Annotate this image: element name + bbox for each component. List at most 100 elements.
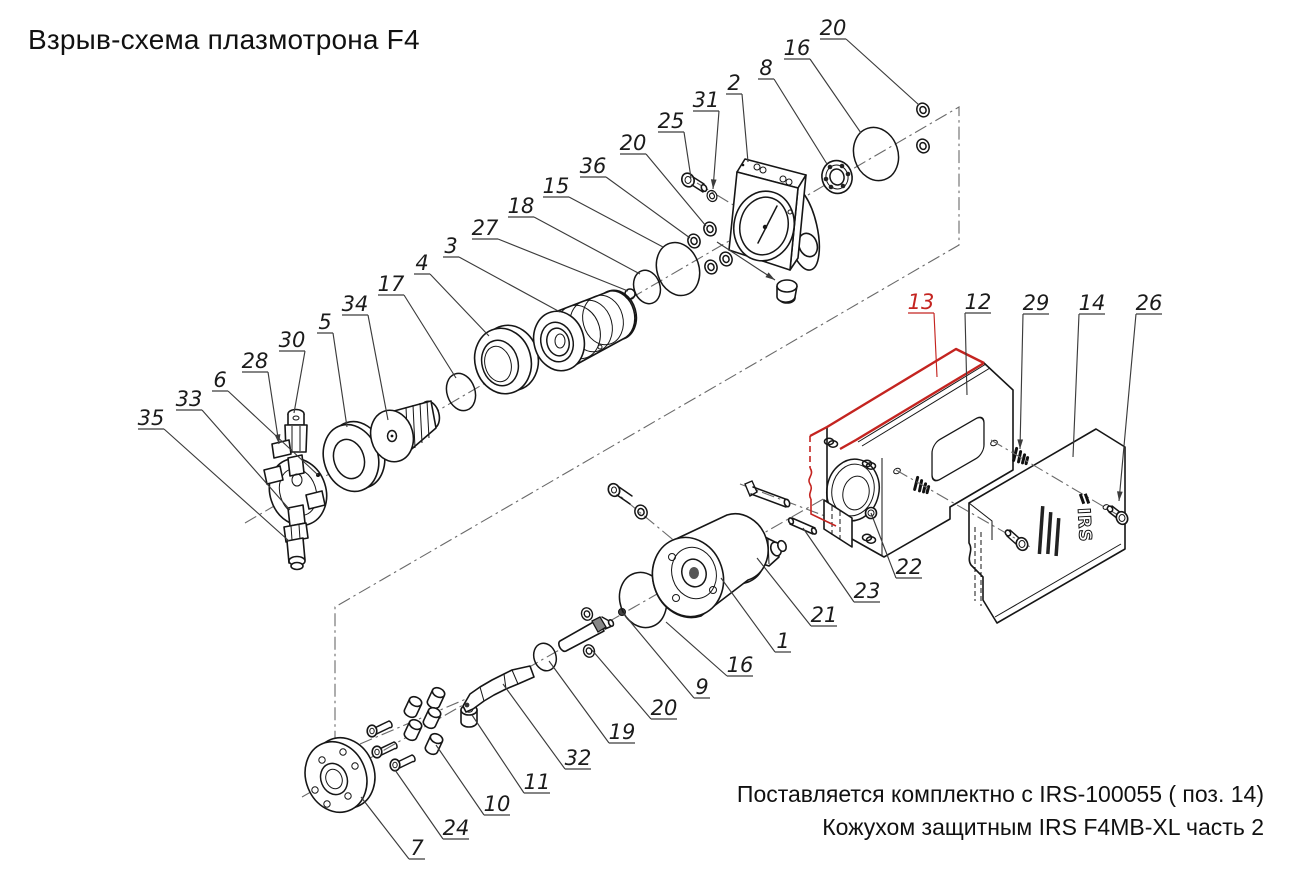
part-label-22-26: 22 — [870, 512, 922, 579]
cover-logo-text: IRS — [1073, 507, 1095, 543]
cap-screw-under-valve — [776, 279, 798, 304]
part-label-20-0: 20 — [820, 16, 920, 106]
part-label-21-28: 21 — [756, 557, 837, 627]
part-label-12-22: 12 — [964, 290, 992, 396]
screw-part25 — [681, 172, 708, 193]
part-label-16-30: 16 — [665, 621, 753, 677]
svg-text:20: 20 — [820, 16, 847, 40]
section-boundary-line — [244, 106, 960, 757]
part-label-9-31: 9 — [622, 612, 710, 699]
cover-part14 — [968, 428, 1126, 624]
note-line-2: Кожухом защитным IRS F4MB-XL часть 2 — [822, 814, 1264, 840]
o-ring-part15 — [655, 241, 701, 297]
part-label-31-4: 31 — [693, 88, 720, 190]
part-label-16-1: 16 — [784, 36, 862, 134]
housing-side-window — [931, 416, 985, 482]
part-label-11-35: 11 — [471, 714, 551, 794]
svg-text:17: 17 — [378, 272, 405, 296]
svg-text:15: 15 — [543, 174, 570, 198]
part-label-5-15: 5 — [317, 310, 348, 428]
part-label-14-24: 14 — [1072, 291, 1106, 458]
svg-text:20: 20 — [620, 131, 647, 155]
part-label-29-23: 29 — [1017, 291, 1050, 450]
housing-foot — [823, 499, 853, 548]
svg-text:30: 30 — [279, 328, 306, 352]
o-ring-part16-upper — [852, 126, 900, 182]
washer-part20-lower — [581, 642, 597, 660]
svg-text:13: 13 — [908, 290, 935, 314]
part-label-7-38: 7 — [360, 796, 425, 860]
o-ring-part17 — [445, 372, 477, 412]
part-label-2-3: 2 — [726, 71, 749, 163]
svg-text:36: 36 — [580, 154, 607, 178]
svg-text:24: 24 — [443, 816, 470, 840]
o-ring-part18 — [632, 269, 662, 305]
part-label-35-20: 35 — [138, 406, 290, 542]
svg-text:11: 11 — [524, 770, 551, 794]
part-label-36-7: 36 — [580, 154, 691, 239]
svg-text:26: 26 — [1136, 291, 1163, 315]
bushing-part4 — [473, 324, 540, 395]
cover-mounting-axes — [895, 439, 1129, 549]
svg-text:25: 25 — [658, 109, 685, 133]
ribbed-cylinder-part3 — [532, 289, 638, 372]
mounting-flange-part7 — [304, 736, 376, 814]
highlighted-part13-outline — [808, 347, 985, 527]
screw-and-washer-left-of-body — [607, 482, 650, 522]
part-label-23-27: 23 — [802, 527, 880, 603]
svg-text:12: 12 — [965, 290, 992, 314]
housing-part12 — [823, 348, 1014, 558]
svg-text:9: 9 — [695, 675, 708, 699]
pin-part23 — [787, 517, 818, 535]
part-label-13-21: 13 — [908, 290, 938, 378]
svg-text:14: 14 — [1079, 291, 1106, 315]
note-text: Поставляется комплектно с IRS-100055 ( п… — [737, 778, 1264, 844]
svg-text:28: 28 — [242, 349, 269, 373]
cross-manifold-part6 — [263, 454, 328, 527]
note-line-1: Поставляется комплектно с IRS-100055 ( п… — [736, 781, 1264, 807]
svg-text:1: 1 — [776, 629, 789, 653]
valve-body-part2 — [728, 158, 821, 304]
svg-text:34: 34 — [342, 292, 369, 316]
svg-text:29: 29 — [1023, 291, 1050, 315]
cover-screw-front — [1004, 529, 1029, 552]
part-label-3-11: 3 — [443, 234, 561, 313]
part-label-32-34: 32 — [502, 683, 592, 770]
washer-part31 — [704, 188, 720, 204]
part-label-8-2: 8 — [758, 56, 828, 165]
svg-text:3: 3 — [444, 234, 457, 258]
part-label-33-19: 33 — [176, 387, 291, 511]
svg-text:7: 7 — [410, 836, 424, 860]
part-label-24-37: 24 — [394, 769, 470, 840]
svg-text:16: 16 — [784, 36, 811, 60]
svg-text:31: 31 — [693, 88, 720, 112]
o-ring-part19 — [532, 642, 558, 672]
page-title: Взрыв-схема плазмотрона F4 — [28, 24, 420, 55]
svg-text:20: 20 — [651, 696, 678, 720]
cover-brand-logo: IRS — [1073, 493, 1095, 543]
svg-text:4: 4 — [415, 251, 428, 275]
fitting-part33-part35-bottom — [283, 522, 309, 571]
part-label-30-16: 30 — [279, 328, 306, 414]
svg-text:6: 6 — [213, 368, 226, 392]
shaft-electrode-holder — [558, 616, 615, 653]
fitting-part30-top — [284, 408, 308, 453]
svg-text:33: 33 — [176, 387, 203, 411]
ball-bearing-part8 — [821, 159, 853, 195]
svg-text:19: 19 — [609, 720, 636, 744]
part-label-25-5: 25 — [658, 109, 692, 179]
part-label-27-10: 27 — [472, 216, 629, 292]
part-label-15-8: 15 — [543, 174, 664, 248]
svg-text:32: 32 — [565, 746, 592, 770]
part-label-4-12: 4 — [414, 251, 490, 337]
svg-text:2: 2 — [727, 71, 740, 95]
svg-text:8: 8 — [759, 56, 772, 80]
part-label-19-33: 19 — [548, 660, 636, 744]
washer-part20-b — [913, 136, 933, 156]
washer-upper-20 — [579, 605, 595, 623]
part-label-6-18: 6 — [212, 368, 319, 476]
part-label-34-14: 34 — [342, 292, 389, 421]
